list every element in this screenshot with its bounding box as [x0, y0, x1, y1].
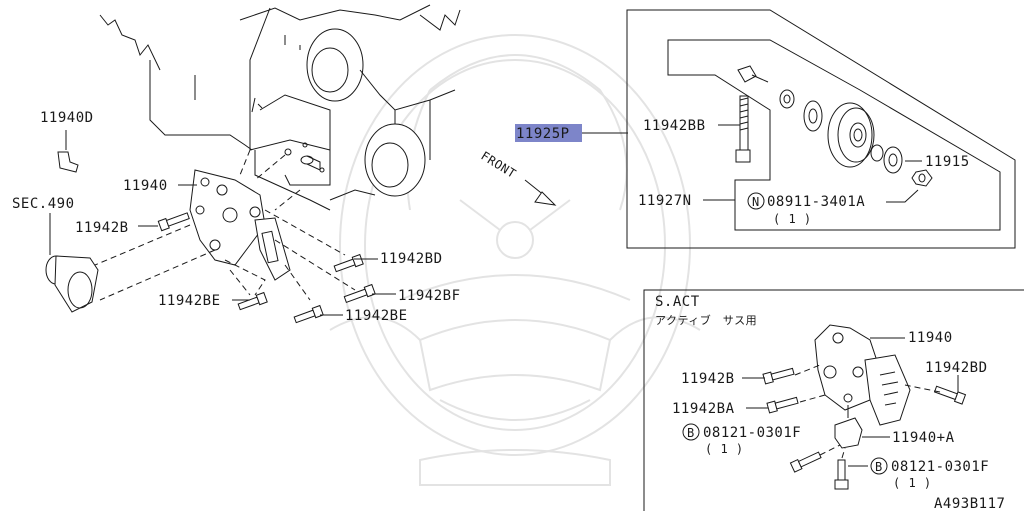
label-11942B: 11942B: [75, 220, 129, 236]
label-11915: 11915: [925, 154, 970, 170]
sensor-sec490-drawing: [45, 255, 99, 313]
b-symbol-left: B: [687, 426, 695, 440]
label-11940: 11940: [123, 178, 168, 194]
leader-lines-left: [49, 130, 396, 316]
s-act-frame: [643, 289, 1024, 511]
label-08121-right-qty: ( 1 ): [893, 476, 932, 490]
label-08121-left-qty: ( 1 ): [705, 442, 744, 456]
bracket-11940-drawing: [189, 169, 291, 281]
s-act-subtitle-jp: アクティブ サス用: [655, 313, 757, 327]
pulley-detail-frame: [626, 9, 1016, 249]
leader-lines-pulley: [582, 124, 922, 203]
label-11942BD: 11942BD: [380, 251, 443, 267]
label-11927N: 11927N: [638, 193, 692, 209]
label-11925P: 11925P: [516, 126, 570, 142]
clip-11940D-drawing: [57, 151, 79, 173]
label-11942BE-left: 11942BE: [158, 293, 221, 309]
sa-label-11940: 11940: [908, 330, 953, 346]
dashed-guides: [94, 149, 356, 301]
label-11942BE-right: 11942BE: [345, 308, 408, 324]
label-sec490: SEC.490: [12, 196, 75, 212]
watermark-emblem: [329, 34, 701, 486]
label-11942BB: 11942BB: [643, 118, 706, 134]
front-label: FRONT: [478, 149, 518, 181]
label-08911-qty: ( 1 ): [773, 212, 812, 226]
b-symbol-right: B: [875, 460, 883, 474]
s-act-leader-lines: [742, 337, 959, 467]
sa-label-11942B: 11942B: [681, 371, 735, 387]
pulley-parts-drawing: [735, 65, 933, 187]
highlight-box: [515, 124, 582, 142]
bolts-left: [157, 212, 376, 324]
part-08911-3401A: N 08911-3401A ( 1 ): [747, 192, 865, 226]
label-08121-left: 08121-0301F: [703, 425, 801, 441]
sa-label-11940A: 11940+A: [892, 430, 955, 446]
part-08121-0301F-right: B 08121-0301F ( 1 ): [870, 457, 989, 490]
sa-label-11942BD: 11942BD: [925, 360, 988, 376]
label-11940D: 11940D: [40, 110, 94, 126]
part-11925P-highlight[interactable]: 11925P: [515, 124, 582, 142]
label-11942BF: 11942BF: [398, 288, 461, 304]
engine-block-drawing: [99, 4, 461, 211]
n-symbol: N: [752, 195, 760, 209]
label-08911-3401A: 08911-3401A: [767, 194, 865, 210]
label-08121-right: 08121-0301F: [891, 459, 989, 475]
front-arrow: FRONT: [478, 149, 557, 206]
s-act-title: S.ACT: [655, 294, 700, 310]
diagram-code: A493B117: [934, 496, 1005, 511]
sa-label-11942BA: 11942BA: [672, 401, 735, 417]
s-act-bracket-drawing: [762, 324, 967, 490]
s-act-dashed-guides: [794, 364, 941, 459]
part-08121-0301F-left: B 08121-0301F ( 1 ): [682, 423, 801, 456]
